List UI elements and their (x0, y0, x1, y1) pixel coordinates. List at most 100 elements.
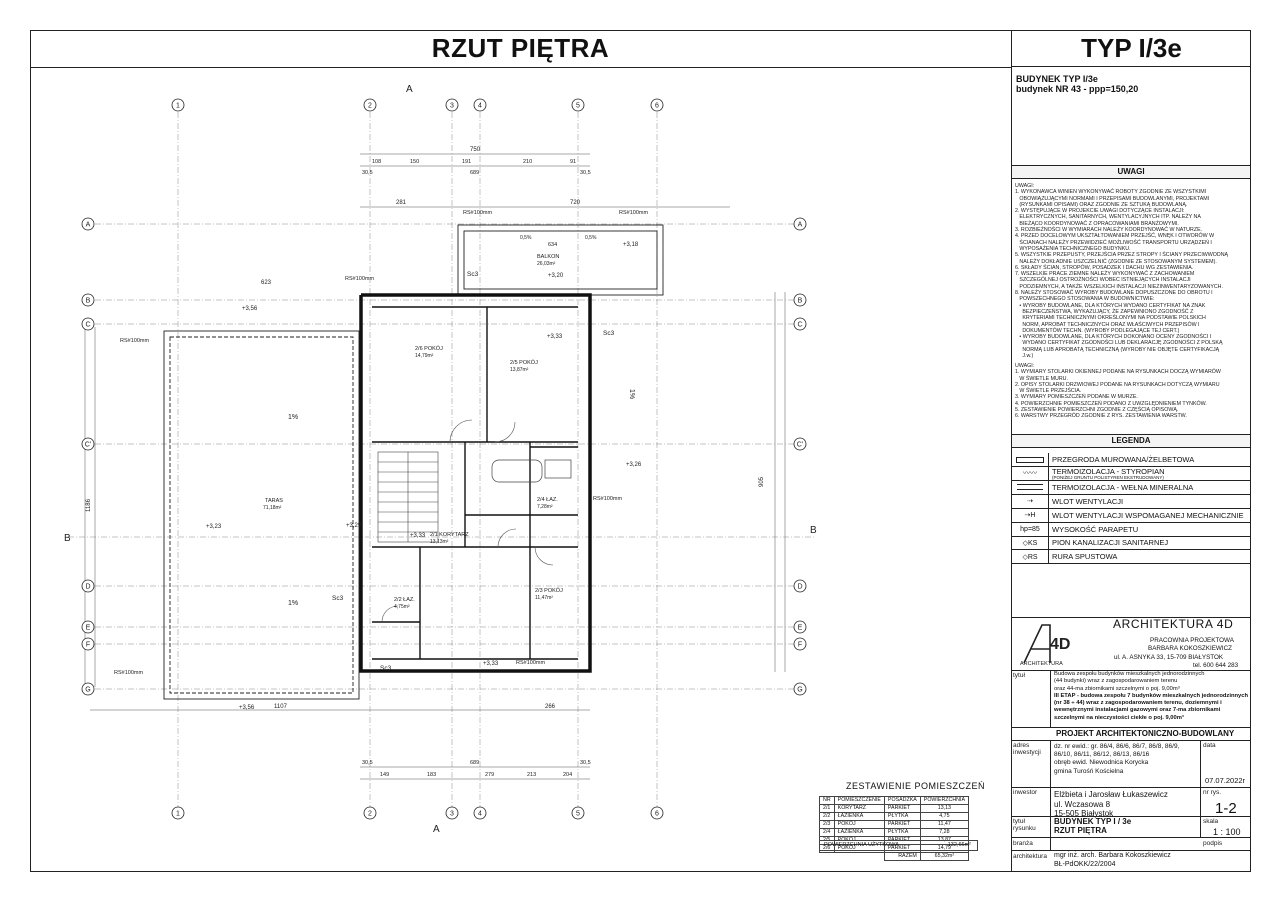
axis-col-label-circle (363, 806, 377, 820)
axis-row-label-circle (793, 317, 807, 331)
rooms-schedule-title: ZESTAWIENIE POMIESZCZEŃ (846, 781, 986, 791)
investor-line: ul. Wczasowa 8 (1054, 799, 1111, 809)
note-line: 7. WSZELKIE PRACE ZIEMNE NALEŻY WYKONYWA… (1015, 271, 1195, 278)
scale-label: skala (1203, 818, 1219, 825)
axis-row-label: F (798, 642, 802, 649)
legend-symbol: 〰〰 (1012, 466, 1049, 480)
legend-symbol: ◇KS (1012, 536, 1049, 550)
usable-area-label: POWIERZCHNIA UŻYTKOWA (824, 842, 899, 848)
dimension-lines (84, 153, 786, 780)
stairs (377, 451, 439, 543)
table-cell: 2/2 (819, 812, 835, 821)
table-cell: PŁYTKA (883, 828, 921, 837)
note-line: 4. PRZED DOCELOWYM UKSZTAŁTOWANIEM PRZEJ… (1015, 233, 1215, 240)
scale-value: 1 : 100 (1213, 827, 1241, 837)
balcony-label: BALKON (537, 254, 559, 260)
table-cell: POKÓJ (833, 820, 885, 829)
address-line: gmina Turośń Kościelna (1054, 767, 1124, 775)
address-label: adres inwestycji (1013, 742, 1041, 756)
note-line: SZCZEGÓLNEJ OSTROŻNOŚCI WOBEC ISTNIEJĄCY… (1015, 277, 1191, 284)
dimension: 266 (545, 704, 556, 710)
legend-label: WLOT WENTYLACJI WSPOMAGANEJ MECHANICZNIE (1052, 510, 1244, 520)
title-line: Budowa zespołu budynków mieszkalnych jed… (1054, 671, 1205, 677)
axis-row-label-circle (81, 217, 95, 231)
axis-col-label: 5 (576, 811, 580, 818)
rs-label: RS#100mm (120, 338, 149, 344)
note-line: UWAGI: (1015, 363, 1035, 369)
rs-label: RS#100mm (516, 660, 545, 666)
axis-row-label: G (797, 687, 802, 694)
architect-line: mgr inż. arch. Barbara Kokoszkiewicz (1054, 852, 1171, 859)
axis-row-label-circle (81, 579, 95, 593)
legend-symbol: ⇢H (1012, 508, 1049, 522)
axis-row-label-circle (793, 579, 807, 593)
table-header-cell: POMIESZCZENIE (833, 796, 885, 805)
title-line: (nr 38 ÷ 44) wraz z zagospodarowaniem te… (1054, 700, 1222, 707)
dimension: 204 (563, 772, 572, 778)
axis-row-label: B (798, 298, 803, 305)
section-mark: A (406, 84, 413, 95)
axis-col-label: 4 (478, 811, 482, 818)
slope-label: 1% (288, 600, 298, 607)
level-mark: +3,33 (410, 533, 426, 539)
level-mark: +3,56 (242, 306, 258, 312)
note-line: WYPOSAŻENIA TECHNICZNEGO BUDYNKU. (1015, 245, 1131, 252)
rs-label: RS#100mm (463, 210, 492, 216)
slope-label: 1% (628, 389, 635, 399)
info-panel (1011, 67, 1251, 872)
note-line: (RYSUNKAMI OPISAMI) ORAZ ZGODNIE ZE SZTU… (1015, 201, 1188, 208)
building-type: BUDYNEK TYP I/3e (1016, 74, 1098, 84)
dimension: 905 (759, 476, 765, 487)
dimension: 91 (570, 159, 576, 165)
title-line: oraz 44-ma zbiornikami szczelnymi o poj.… (1054, 685, 1180, 692)
axis-col-label: 1 (176, 811, 180, 818)
axis-row-label-circle (793, 217, 807, 231)
dimension: 1107 (274, 704, 288, 710)
sc-label: Sc3 (603, 330, 615, 337)
drawing-no-value: 1-2 (1215, 800, 1237, 817)
level-mark: +3,33 (483, 661, 499, 667)
axis-row-label: C' (85, 442, 91, 449)
axis-col-label-circle (171, 98, 185, 112)
title-text: Budowa zespołu budynków mieszkalnych jed… (1054, 671, 1248, 722)
terrace-label: TARAS (265, 498, 283, 504)
logo-subtitle: ARCHITEKTURA (1020, 661, 1063, 667)
table-cell: 2/1 (819, 804, 835, 813)
room-label: 2/4 ŁAZ. (537, 497, 558, 503)
divider (1200, 740, 1201, 837)
divider (1011, 740, 1251, 741)
legend-label: TERMOIZOLACJA - WEŁNA MINERALNA (1052, 482, 1194, 492)
table-cell: PARKIET (883, 804, 921, 813)
axis-row-label-circle (81, 637, 95, 651)
axis-row-label: D (797, 584, 802, 591)
axis-row-label-circle (81, 682, 95, 696)
table-header-cell: POWIERZCHNIA (919, 796, 969, 805)
axis-col-label-circle (473, 806, 487, 820)
divider (1011, 816, 1251, 817)
note-line: NALEŻY DOKŁADNIE USZCZELNIĆ (ZGODNIE ZE … (1015, 258, 1217, 265)
building-number: budynek NR 43 - ppp=150,20 (1016, 84, 1139, 94)
office-logo: 4D ARCHITEKTURA (1020, 624, 1070, 667)
table-cell: 7,28 (919, 828, 969, 837)
table-cell: 2/4 (819, 828, 835, 837)
note-line: • WYROBY BUDOWLANE, DLA KTÓRYCH DOKONANO… (1015, 334, 1212, 341)
investor-line: Elżbieta i Jarosław Łukaszewicz (1054, 790, 1168, 799)
room-label: 2/2 ŁAZ. (394, 597, 415, 603)
axis-col-label: 2 (368, 811, 372, 818)
divider (1011, 837, 1251, 838)
notes-title: UWAGI (1012, 165, 1250, 179)
note-line: 6. SKŁADY ŚCIAN, STROPÓW, POSADZEK I DAC… (1015, 264, 1194, 271)
sc-label: Sc3 (467, 271, 479, 278)
axis-row-label: B (86, 298, 91, 305)
level-mark: +3,20 (548, 273, 564, 279)
dimension: 108 (372, 159, 381, 165)
bathtub (491, 459, 572, 483)
axis-col-label: 2 (368, 103, 372, 110)
divider (1011, 727, 1251, 728)
